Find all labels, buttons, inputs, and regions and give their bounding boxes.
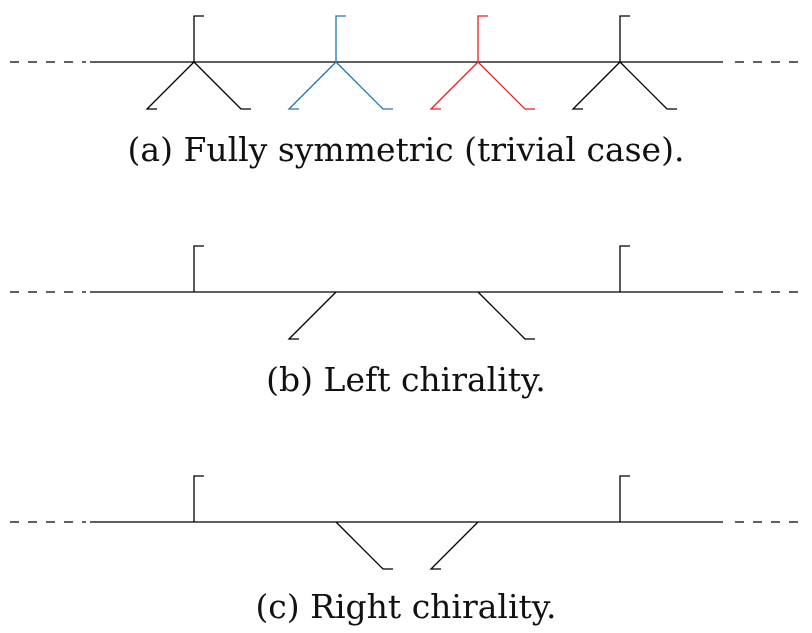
side-group-down-left-1	[145, 61, 195, 110]
side-group-down-right-3	[477, 61, 535, 110]
side-group-down-right-2	[335, 521, 393, 570]
chain-diagram-a	[10, 15, 806, 110]
side-group-up-4	[619, 15, 630, 62]
panel-a: (a) Fully symmetric (trivial case).	[0, 0, 812, 190]
side-group-down-right-4	[619, 61, 677, 110]
chain-diagram-c	[10, 475, 806, 570]
side-group-down-left-4	[571, 61, 621, 110]
side-group-up-3	[477, 15, 488, 62]
side-group-up-1	[193, 245, 204, 292]
chain-diagram-b	[10, 245, 806, 340]
caption-b: (b) Left chirality.	[266, 360, 546, 399]
panel-b: (b) Left chirality.	[0, 230, 812, 420]
panel-c: (c) Right chirality.	[0, 460, 812, 633]
side-group-up-1	[193, 15, 204, 62]
caption-c: (c) Right chirality.	[255, 587, 557, 626]
side-group-down-left-3	[429, 61, 479, 110]
side-group-down-right-3	[477, 291, 535, 340]
side-group-down-left-3	[429, 521, 479, 570]
side-group-down-right-1	[193, 61, 251, 110]
side-group-down-right-2	[335, 61, 393, 110]
side-group-up-1	[193, 475, 204, 522]
caption-a: (a) Fully symmetric (trivial case).	[127, 130, 685, 169]
side-group-up-4	[619, 245, 630, 292]
side-group-down-left-2	[287, 291, 337, 340]
side-group-up-2	[335, 15, 346, 62]
side-group-up-4	[619, 475, 630, 522]
side-group-down-left-2	[287, 61, 337, 110]
